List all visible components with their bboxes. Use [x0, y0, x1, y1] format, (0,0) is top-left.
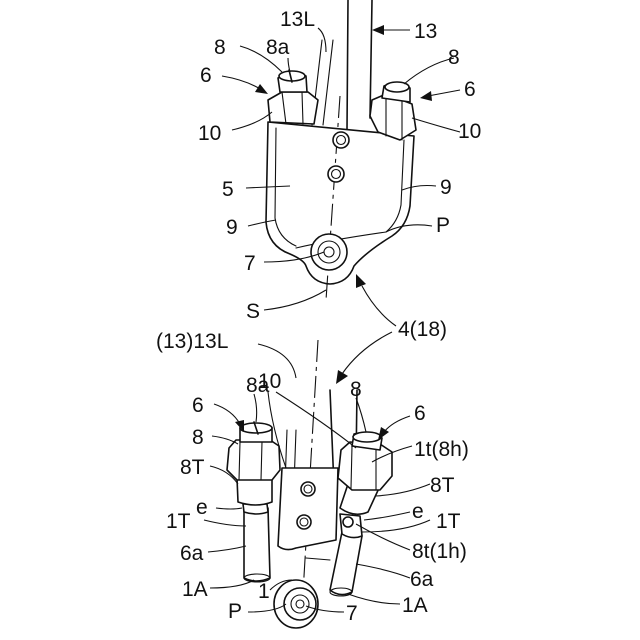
label-p-bottom: P — [228, 600, 242, 623]
label-p-top: P — [436, 214, 450, 237]
plate-hole-lower — [328, 166, 344, 182]
label-8-left-bottom: 8 — [192, 426, 204, 449]
label-6-right-bottom: 6 — [414, 402, 426, 425]
label-e-left: e — [196, 496, 208, 519]
label-8t-left: 8T — [180, 456, 205, 479]
label-10-bottom: 10 — [258, 370, 281, 393]
label-1t-8h: 1t(8h) — [414, 438, 469, 461]
label-1: 1 — [258, 580, 270, 603]
label-6a-right: 6a — [410, 568, 434, 591]
label-7-top: 7 — [244, 252, 256, 275]
label-6-left-top: 6 — [200, 64, 212, 87]
label-9-right: 9 — [440, 176, 452, 199]
left-adjuster-bottom — [227, 422, 280, 582]
label-10-right-top: 10 — [458, 120, 481, 143]
label-8-left-top: 8 — [214, 36, 226, 59]
label-7-bottom: 7 — [346, 602, 358, 625]
label-8-right-bottom: 8 — [350, 378, 362, 401]
label-1a-left: 1A — [182, 578, 208, 601]
label-5: 5 — [222, 178, 234, 201]
label-s: S — [246, 300, 260, 323]
label-8t-1h: 8t(1h) — [412, 540, 467, 563]
label-13l-top: 13L — [280, 8, 315, 31]
label-9-left: 9 — [226, 216, 238, 239]
label-8t-right: 8T — [430, 474, 455, 497]
label-1a-right: 1A — [402, 594, 428, 617]
plate-bottom-hole-lower — [297, 515, 311, 529]
plate-bottom — [278, 468, 338, 550]
label-10-left-top: 10 — [198, 122, 221, 145]
left-adjuster-top — [268, 70, 318, 124]
rod-13-top — [347, 0, 372, 130]
label-4-18: 4(18) — [398, 318, 447, 341]
label-6a-left: 6a — [180, 542, 204, 565]
label-e-right: e — [412, 500, 424, 523]
right-adjuster-top — [370, 82, 416, 140]
label-8a-top: 8a — [266, 36, 290, 59]
label-13-13l-bottom: (13)13L — [156, 330, 228, 353]
label-8-right-top: 8 — [448, 46, 460, 69]
pivot-7-bottom — [274, 580, 318, 628]
label-6-left-bottom: 6 — [192, 394, 204, 417]
label-1t-left: 1T — [166, 510, 191, 533]
base-line — [306, 558, 330, 560]
pivot-7-top — [311, 234, 347, 270]
label-1t-right: 1T — [436, 510, 461, 533]
plate-bottom-hole-upper — [301, 482, 315, 496]
plate-hole-upper — [333, 132, 349, 148]
label-6-right-top: 6 — [464, 78, 476, 101]
label-13-top: 13 — [414, 20, 437, 43]
